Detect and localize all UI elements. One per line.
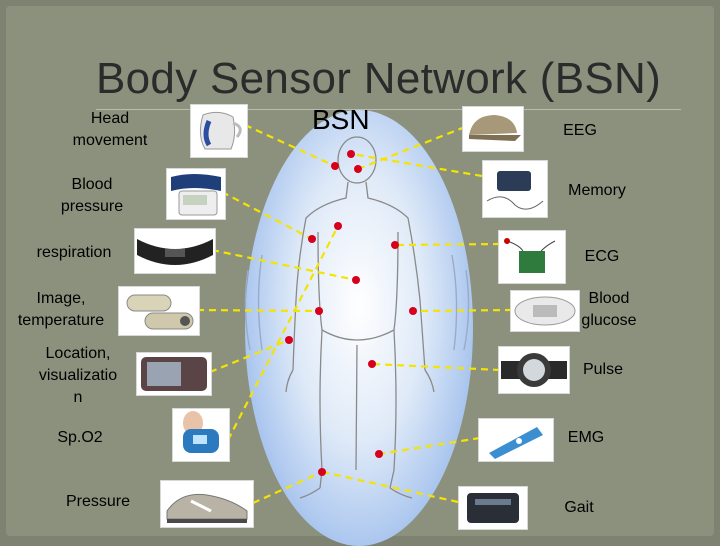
ecg-board-icon [498, 230, 566, 284]
label-ecg: ECG [584, 248, 620, 265]
label-image-temperature: Image,temperature [17, 290, 105, 329]
label-memory: Memory [568, 182, 626, 199]
pda-icon [136, 352, 212, 396]
label-pulse: Pulse [582, 361, 624, 378]
label-respiration: respiration [36, 244, 112, 261]
sensor-nodes [285, 150, 417, 476]
finger-oximeter-icon [172, 408, 230, 462]
memory-module-icon [482, 160, 548, 218]
blood-pressure-cuff-icon [166, 168, 226, 220]
slide-title: Body Sensor Network (BSN) [96, 54, 662, 103]
label-eeg: EEG [563, 122, 597, 139]
pulse-watch-icon [498, 346, 570, 394]
respiration-belt-icon [134, 228, 216, 274]
label-emg: EMG [567, 429, 605, 446]
head-movement-sensor-icon [190, 104, 248, 158]
bsn-center-label: BSN [312, 104, 370, 135]
insole-shoe-icon [160, 480, 254, 528]
eeg-cap-icon [462, 106, 524, 152]
label-pressure: Pressure [65, 493, 131, 510]
label-gait: Gait [564, 499, 594, 516]
capsule-camera-icon [118, 286, 200, 336]
title-underline [96, 109, 681, 110]
emg-probe-icon [478, 418, 554, 462]
glucose-patch-icon [510, 290, 580, 332]
label-spo2: Sp.O2 [57, 429, 103, 446]
gait-sensor-icon [458, 486, 528, 530]
